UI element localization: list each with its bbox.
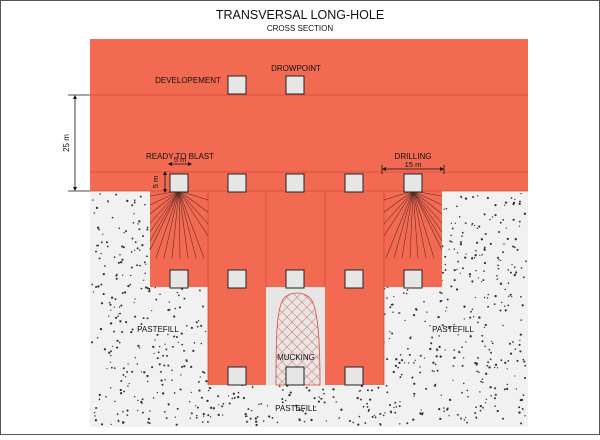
label-developement: DEVELOPEMENT: [155, 76, 221, 85]
label-pastefill-right: PASTEFILL: [432, 325, 474, 334]
drifts: [169, 75, 423, 386]
drift: [344, 366, 364, 386]
diagram-subtitle: CROSS SECTION: [267, 24, 333, 33]
dimension-lines: [68, 94, 445, 193]
dim-drilling-width-text: 15 m: [405, 160, 422, 169]
label-drilling: DRILLING: [395, 152, 432, 161]
drift: [403, 173, 423, 193]
drift: [285, 269, 305, 289]
label-pastefill-bottom: PASTEFILL: [275, 404, 317, 413]
drift: [169, 173, 189, 193]
drift: [285, 173, 305, 193]
ore-upper-block: [90, 39, 528, 191]
drift: [227, 75, 247, 95]
dim-drift-height-text: 5 m: [151, 176, 160, 189]
dim-drift-width-text: 5 m: [174, 155, 187, 164]
label-ready-to-blast: READY TO BLAST: [146, 152, 214, 161]
diagram-title: TRANSVERSAL LONG-HOLE: [216, 8, 384, 22]
dim-height-text: 25 m: [62, 134, 71, 152]
drift: [227, 269, 247, 289]
drift: [403, 269, 423, 289]
drift: [285, 366, 305, 386]
drift: [227, 173, 247, 193]
drift: [344, 269, 364, 289]
drift: [227, 366, 247, 386]
label-drowpoint: DROWPOINT: [271, 64, 321, 73]
label-pastefill-left: PASTEFILL: [137, 325, 179, 334]
drift: [169, 269, 189, 289]
drift: [344, 173, 364, 193]
drift: [285, 75, 305, 95]
drill-fans: [149, 190, 443, 259]
muck-pile: [275, 292, 321, 386]
label-mucking: MUCKING: [277, 353, 315, 362]
